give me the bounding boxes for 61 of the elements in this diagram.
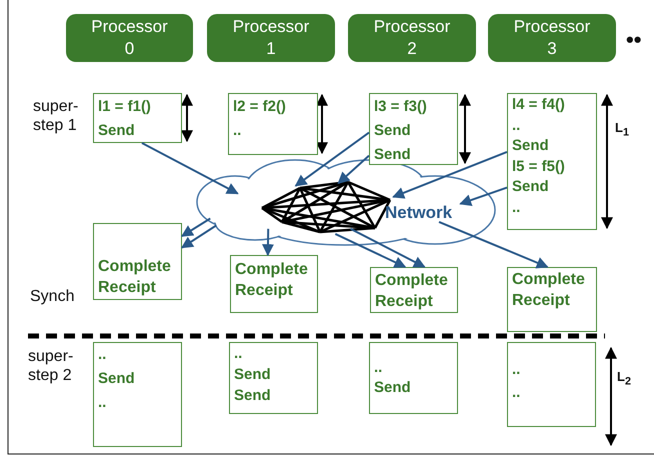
more-indicator: ••	[626, 30, 642, 49]
code-line: ..	[233, 121, 242, 141]
row-label: super- step 1	[33, 97, 80, 135]
code-line: Complete Receipt	[375, 271, 449, 312]
code-line: Send	[512, 177, 549, 197]
dimension-label: L$_{1}$	[615, 119, 629, 141]
code-line: Send	[234, 365, 271, 385]
code-line: Complete Receipt	[512, 270, 586, 311]
code-line: Send	[512, 136, 549, 156]
code-line: ..	[512, 360, 520, 380]
code-box	[229, 342, 318, 414]
dimension-label: L$_{2}$	[617, 368, 631, 390]
code-line: ..	[234, 344, 242, 364]
code-box	[369, 93, 458, 165]
arrow	[438, 221, 549, 268]
network-label: Network	[385, 203, 452, 223]
processor-box: Processor 1	[207, 14, 335, 62]
arrow	[459, 186, 508, 206]
arrow	[181, 224, 217, 248]
code-line: Send	[374, 145, 411, 165]
code-line: Complete Receipt	[235, 260, 309, 301]
code-line: l4 = f4()	[512, 95, 565, 115]
code-line: ..	[512, 383, 520, 403]
processor-box: Processor 0	[66, 14, 193, 62]
arrow	[392, 150, 508, 199]
code-line: Send	[234, 386, 271, 406]
processor-box: Processor 2	[348, 14, 476, 62]
code-box	[507, 342, 596, 427]
arrow	[334, 233, 406, 268]
arrow	[262, 228, 274, 256]
code-line: ..	[512, 116, 520, 136]
code-box	[93, 342, 182, 447]
code-box	[93, 93, 182, 143]
row-label: super- step 2	[28, 347, 74, 385]
arrow	[180, 218, 211, 237]
code-box	[370, 267, 458, 313]
row-label: Synch	[30, 287, 76, 306]
processor-box: Processor 3	[488, 14, 616, 62]
arrow	[141, 142, 239, 194]
code-line: l2 = f2()	[233, 97, 286, 117]
code-box	[230, 255, 318, 313]
code-box	[93, 223, 182, 300]
code-line: ..	[98, 345, 106, 365]
code-box	[369, 342, 458, 414]
code-line: Send	[374, 121, 411, 141]
arrow	[294, 132, 370, 187]
code-line: l3 = f3()	[374, 97, 427, 117]
code-line: Send	[98, 121, 135, 141]
code-line: ..	[512, 198, 520, 218]
code-line: ..	[98, 393, 106, 413]
arrow	[337, 154, 370, 184]
code-line: ..	[374, 358, 382, 378]
code-line: Send	[374, 378, 411, 398]
code-line: l1 = f1()	[98, 97, 151, 117]
code-line: l5 = f5()	[512, 156, 565, 176]
code-line: Send	[98, 369, 135, 389]
code-box	[507, 93, 597, 230]
code-line: Complete Receipt	[98, 257, 172, 298]
arrow	[350, 228, 426, 268]
code-box	[507, 267, 597, 332]
code-box	[228, 93, 318, 155]
